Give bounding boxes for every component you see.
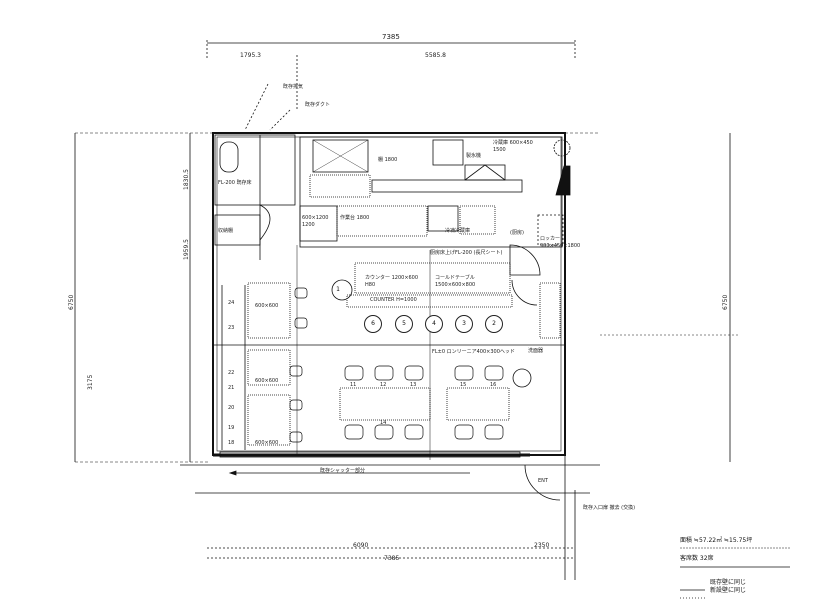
table-seat-number: 15: [460, 382, 467, 388]
counter-seat: 3: [455, 315, 473, 333]
label-counter-left: カウンター 1200×600 H80: [365, 275, 419, 288]
table-seat-number: 16: [490, 382, 497, 388]
label-wash: 洗面器: [528, 348, 544, 354]
booth-number: 18: [228, 440, 235, 446]
dim-left-a: 1830.5: [183, 169, 190, 190]
label-shutter: 既存シャッター部分: [320, 468, 366, 474]
label-prep-table: 作業台 1800: [340, 215, 370, 221]
counter-seat: 4: [425, 315, 443, 333]
table-seat-number: 12: [380, 382, 387, 388]
counter-seat: 2: [485, 315, 503, 333]
booth-number: 19: [228, 425, 235, 431]
label-toilet-floor: FL-200 既存床: [218, 180, 252, 186]
dim-left-inner: 3175: [87, 374, 94, 390]
label-table-size-2: 600×600: [255, 378, 279, 384]
label-table-size-3: 600×600: [255, 440, 279, 446]
dim-left-b: 1959.5: [183, 239, 190, 260]
label-prep-size: 600×1200 1200: [302, 215, 329, 228]
counter-seat: 6: [364, 315, 382, 333]
label-floor: FL±0 ロンリーニア400×300ヘッド: [432, 349, 515, 355]
table-seat-number: 13: [410, 382, 417, 388]
legend-existing-wall: 既存壁に同じ: [710, 579, 747, 586]
label-existing-door: 既存入口扉 撤去 (交換): [583, 505, 636, 511]
callout-duct: 既存ダクト: [305, 102, 331, 108]
label-fridge: 冷蔵庫 600×450 1500: [493, 140, 533, 153]
label-freezer: 冷凍冷蔵庫: [445, 228, 471, 234]
legend: 面積 ≒57.22㎡ ≒15.75坪 客席数 32席 既存壁に同じ 新設壁に同じ: [680, 532, 790, 595]
label-counter-right: コールドテーブル 1500×600×800: [435, 275, 476, 288]
label-shelf: 棚 1800: [378, 157, 398, 163]
legend-seats: 客席数 32席: [680, 555, 714, 562]
dim-top-left: 1795.3: [240, 52, 261, 59]
table-seat-number: 11: [350, 382, 357, 388]
table-seat-number: 14: [380, 420, 387, 426]
booth-number: 24: [228, 300, 235, 306]
booth-number: 21: [228, 385, 235, 391]
label-kitchen-floor: 厨房床上げFL-200 (長尺シート): [430, 250, 503, 256]
label-storage: 収納棚: [218, 228, 234, 234]
dim-right-total: 6750: [722, 294, 729, 310]
dim-bottom-left: 6090: [353, 542, 369, 549]
label-entrance: ENT: [538, 478, 548, 484]
callout-exhaust: 既存排気: [283, 84, 304, 90]
dim-bottom-right: 2350: [534, 542, 550, 549]
label-kitchen-area: (厨房): [510, 230, 524, 236]
booth-number: 23: [228, 325, 235, 331]
dim-left-total: 6750: [68, 294, 75, 310]
legend-new-wall: 新設壁に同じ: [710, 587, 747, 594]
label-table-size: 600×600: [255, 303, 279, 309]
label-locker: ロッカー 900×450×1800: [540, 236, 581, 249]
legend-area: 面積 ≒57.22㎡ ≒15.75坪: [680, 537, 753, 544]
booth-number: 22: [228, 370, 235, 376]
dim-top-right: 5585.8: [425, 52, 446, 59]
counter-seat: 5: [395, 315, 413, 333]
dim-top-total: 7385: [382, 33, 400, 41]
dim-bottom-total: 7385: [384, 555, 400, 562]
label-counter: COUNTER H=1000: [370, 297, 417, 303]
counter-seat: 1: [336, 286, 340, 293]
booth-number: 20: [228, 405, 235, 411]
label-ice-machine: 製氷機: [466, 153, 482, 159]
